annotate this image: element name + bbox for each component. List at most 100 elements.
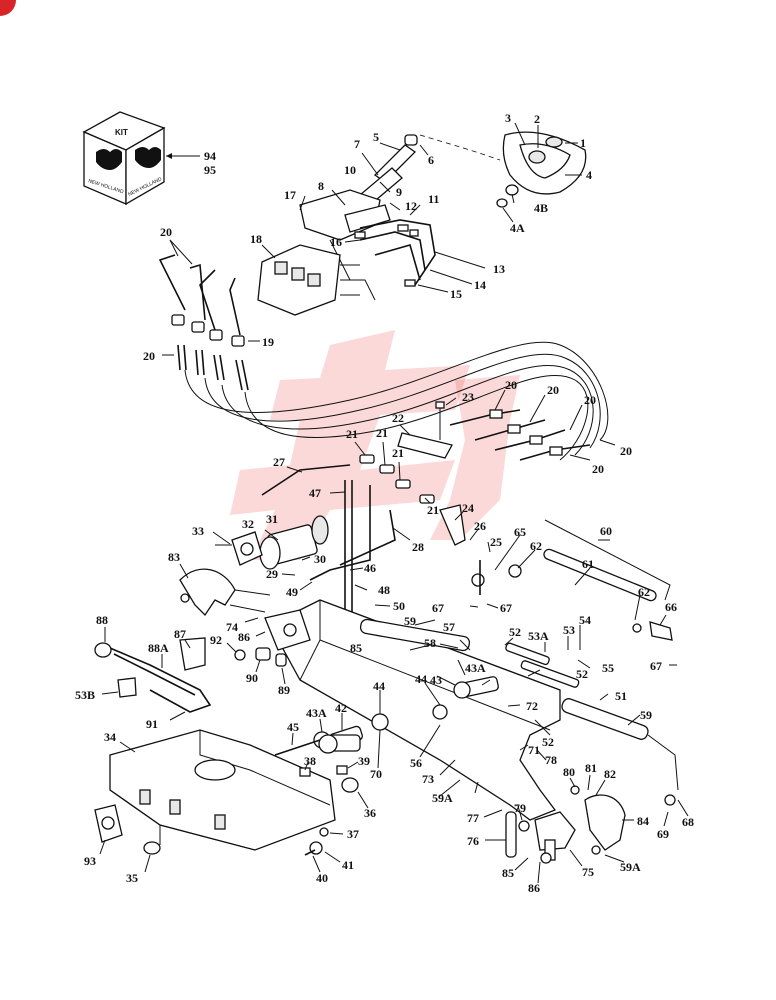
callout-52-a: 52	[509, 625, 521, 639]
steering-pump	[215, 515, 329, 570]
callout-40: 40	[316, 871, 328, 885]
callout-52-b: 52	[576, 667, 588, 681]
callout-20-e: 20	[584, 393, 596, 407]
callout-4: 4	[586, 168, 592, 182]
callout-44-b: 44	[415, 672, 427, 686]
callout-44-a: 44	[373, 679, 385, 693]
callout-72: 72	[526, 699, 538, 713]
callout-12: 12	[405, 199, 417, 213]
callout-37: 37	[347, 827, 359, 841]
callout-35: 35	[126, 871, 138, 885]
callout-90: 90	[246, 671, 258, 685]
callout-20-g: 20	[592, 462, 604, 476]
callout-23: 23	[462, 390, 474, 404]
callout-5: 5	[373, 130, 379, 144]
callout-14: 14	[474, 278, 486, 292]
callout-65: 65	[514, 525, 526, 539]
steering-wheel	[496, 131, 587, 208]
callout-10: 10	[344, 163, 356, 177]
callout-67-b: 67	[500, 601, 512, 615]
callout-30: 30	[314, 552, 326, 566]
callout-11: 11	[428, 192, 439, 206]
callout-34: 34	[104, 730, 116, 744]
callout-19: 19	[262, 335, 274, 349]
callout-62-a: 62	[530, 539, 542, 553]
callout-21-d: 21	[427, 503, 439, 517]
callout-20-a: 20	[160, 225, 172, 239]
callout-20-b: 20	[143, 349, 155, 363]
callout-52-c: 52	[542, 735, 554, 749]
callout-22: 22	[392, 411, 404, 425]
callout-15: 15	[450, 287, 462, 301]
callout-51: 51	[615, 689, 627, 703]
callout-38: 38	[304, 754, 316, 768]
callout-16: 16	[330, 235, 342, 249]
callout-91: 91	[146, 717, 158, 731]
callout-60: 60	[600, 524, 612, 538]
callout-47: 47	[309, 486, 321, 500]
callout-53: 53	[563, 623, 575, 637]
callout-59-a: 59	[404, 614, 416, 628]
callout-89: 89	[278, 683, 290, 697]
bracket-83	[179, 568, 271, 617]
callout-54: 54	[579, 613, 591, 627]
callout-83: 83	[168, 550, 180, 564]
leader-lines	[99, 122, 689, 884]
callout-81: 81	[585, 761, 597, 775]
callout-68: 68	[682, 815, 694, 829]
valve-block	[257, 244, 360, 316]
callout-86-a: 86	[238, 630, 250, 644]
callout-36: 36	[364, 806, 376, 820]
callout-21-b: 21	[376, 426, 388, 440]
callout-42: 42	[335, 701, 347, 715]
callout-88a: 88A	[148, 641, 169, 655]
spindle-assembly	[505, 785, 676, 864]
callout-73: 73	[422, 772, 434, 786]
front-axle	[264, 599, 561, 821]
callout-24: 24	[462, 501, 474, 515]
callout-88: 88	[96, 613, 108, 627]
callout-9: 9	[396, 185, 402, 199]
kit-box-illustration: KIT NEW HOLLAND NEW HOLLAND	[82, 111, 200, 206]
steering-pipes	[261, 464, 396, 640]
callout-33: 33	[192, 524, 204, 538]
callout-49: 49	[286, 585, 298, 599]
callout-25: 25	[490, 535, 502, 549]
callout-13: 13	[493, 262, 505, 276]
callout-17: 17	[284, 188, 296, 202]
callout-55: 55	[602, 661, 614, 675]
tie-rod	[471, 519, 673, 641]
callout-7: 7	[354, 137, 360, 151]
callout-71: 71	[528, 743, 540, 757]
callout-46: 46	[364, 561, 376, 575]
axle-support	[94, 729, 336, 855]
callout-43: 43	[430, 673, 442, 687]
callout-45: 45	[287, 720, 299, 734]
hose-assembly-left	[158, 254, 249, 391]
callout-26: 26	[474, 519, 486, 533]
kit-label: KIT	[115, 128, 128, 137]
mounting-plates	[397, 401, 466, 546]
callout-66: 66	[665, 600, 677, 614]
callout-20-c: 20	[505, 378, 517, 392]
callout-92: 92	[210, 633, 222, 647]
callout-78: 78	[545, 753, 557, 767]
hose-ends-right	[449, 409, 591, 461]
callout-84: 84	[637, 814, 649, 828]
callout-41: 41	[342, 858, 354, 872]
callout-31: 31	[266, 512, 278, 526]
callout-95: 95	[204, 163, 216, 177]
callout-79: 79	[514, 801, 526, 815]
callout-62-b: 62	[638, 585, 650, 599]
callout-48: 48	[378, 583, 390, 597]
long-hose-bundle	[184, 341, 609, 461]
callout-20-f: 20	[620, 444, 632, 458]
callout-80: 80	[563, 765, 575, 779]
callout-50: 50	[393, 599, 405, 613]
callout-85-a: 85	[350, 641, 362, 655]
callout-77: 77	[467, 811, 479, 825]
callout-59a-right: 59A	[620, 860, 641, 874]
steering-cylinders	[359, 618, 679, 791]
callout-75: 75	[582, 865, 594, 879]
